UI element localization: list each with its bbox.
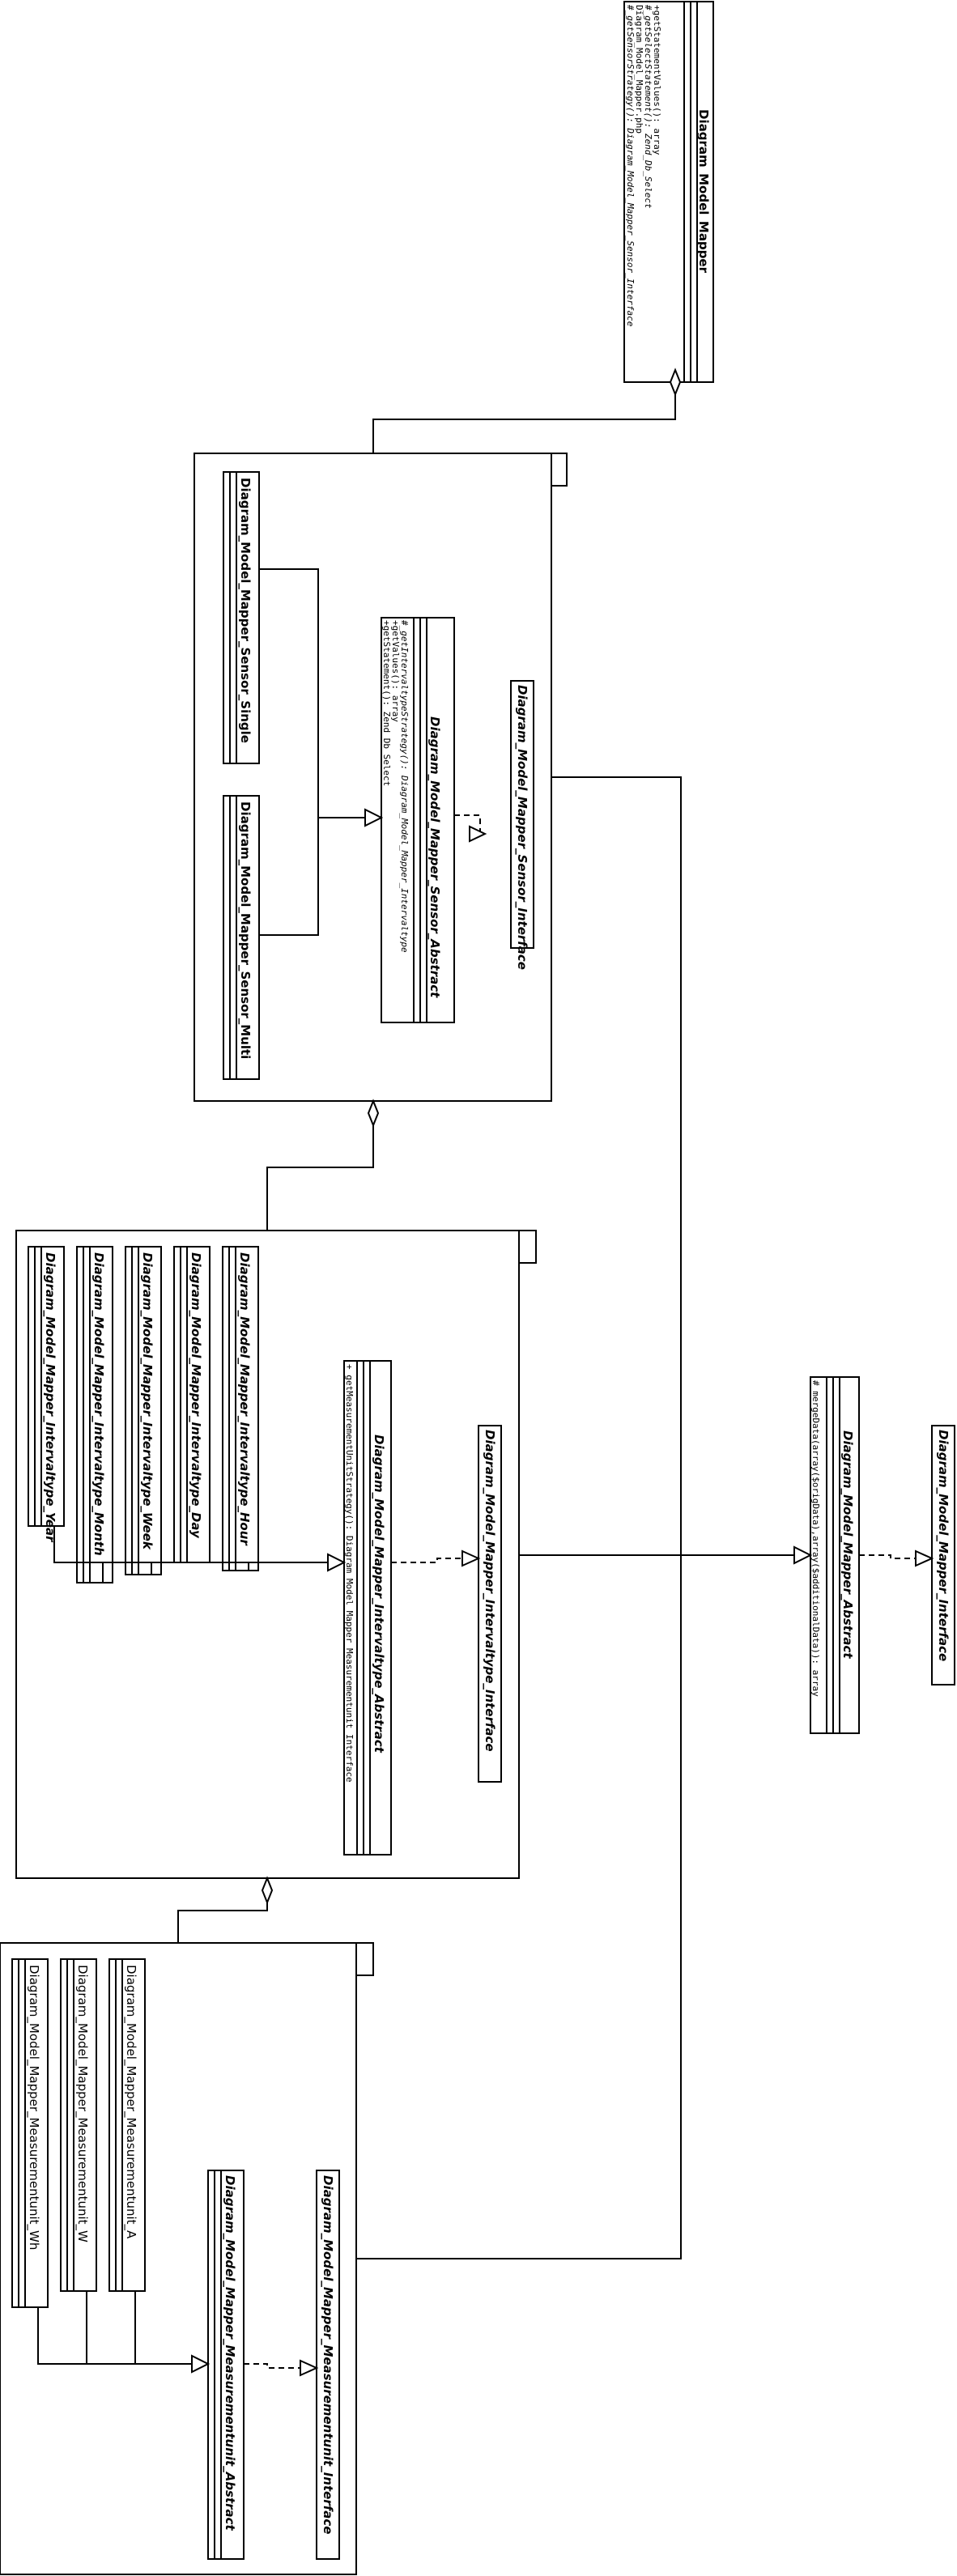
inherit-wh bbox=[37, 2307, 191, 2365]
class-sensor-single[interactable]: Diagram_Model_Mapper_Sensor_Single bbox=[223, 471, 260, 764]
svg-text:Diagram_Model_Mapper_Intervalt: Diagram_Model_Mapper_Intervaltype_Abstra… bbox=[372, 1435, 386, 1753]
inherit-multi bbox=[259, 818, 319, 936]
svg-text:Diagram_Model_Mapper_Intervalt: Diagram_Model_Mapper_Intervaltype_Hour bbox=[237, 1252, 252, 1546]
interface-sensor[interactable]: Diagram_Model_Mapper_Sensor_Interface bbox=[510, 680, 534, 970]
interface-mapper[interactable]: Diagram_Model_Mapper_Interface bbox=[931, 1425, 955, 1685]
realization-arrow bbox=[915, 1549, 934, 1567]
svg-text:Diagram_Model_Mapper_Interface: Diagram_Model_Mapper_Interface bbox=[936, 1430, 951, 1661]
svg-text:Diagram_Model_Mapper_Sensor_In: Diagram_Model_Mapper_Sensor_Interface bbox=[515, 685, 530, 970]
link-intervaltype-measurementunit bbox=[177, 1902, 268, 1943]
class-measurementunit-a[interactable]: Diagram_Model_Mapper_Measurementunit_A bbox=[108, 1958, 146, 2292]
svg-text:#_getIntervaltypeStrategy(): D: #_getIntervaltypeStrategy(): Diagram_Mod… bbox=[399, 619, 410, 953]
class-intervaltype-year[interactable]: Diagram_Model_Mapper_Intervaltype_Year bbox=[28, 1246, 65, 1543]
aggregation-diamond bbox=[367, 1099, 380, 1128]
svg-text:Diagram_Model_Mapper_Sensor_Si: Diagram_Model_Mapper_Sensor_Single bbox=[238, 478, 253, 743]
link-mapper-sensor bbox=[372, 394, 676, 453]
svg-text:Diagram_Model_Mapper_Intervalt: Diagram_Model_Mapper_Intervaltype_Day bbox=[189, 1252, 203, 1539]
svg-text:+_getMeasurementUnitStrategy(): +_getMeasurementUnitStrategy(): Diagram_… bbox=[344, 1364, 355, 1783]
class-title: Diagram_Model_Mapper bbox=[696, 109, 711, 274]
generalization-arrow bbox=[364, 808, 384, 827]
inherit-measurementunit-to-mapper-abstract bbox=[356, 1555, 682, 2259]
member-line: #_getSelectStatement(): Zend_Db_Select bbox=[643, 4, 653, 209]
class-intervaltype-week[interactable]: Diagram_Model_Mapper_Intervaltype_Week bbox=[125, 1246, 162, 1575]
svg-text:Diagram_Model_Mapper_Measureme: Diagram_Model_Mapper_Measurementunit_Wh bbox=[26, 1965, 41, 2250]
generalization-arrow bbox=[793, 1545, 813, 1565]
inherit-sensor-to-mapper-abstract bbox=[551, 776, 793, 1556]
svg-text:Diagram_Model_Mapper_Intervalt: Diagram_Model_Mapper_Intervaltype_Year bbox=[43, 1252, 57, 1543]
generalization-arrow bbox=[191, 2354, 211, 2374]
class-intervaltype-abstract[interactable]: Diagram_Model_Mapper_Intervaltype_Abstra… bbox=[343, 1360, 392, 1855]
class-measurementunit-abstract[interactable]: Diagram_Model_Mapper_Measurementunit_Abs… bbox=[207, 2170, 245, 2560]
svg-text:+getValues(): array: +getValues(): array bbox=[390, 620, 401, 722]
class-diagram-model-mapper[interactable]: Diagram_Model_Mapper #_getSensorStrategy… bbox=[623, 1, 714, 383]
class-intervaltype-hour[interactable]: Diagram_Model_Mapper_Intervaltype_Hour bbox=[222, 1246, 259, 1571]
class-sensor-multi[interactable]: Diagram_Model_Mapper_Sensor_Multi bbox=[223, 795, 260, 1080]
interface-measurementunit[interactable]: Diagram_Model_Mapper_Measurementunit_Int… bbox=[316, 2170, 340, 2560]
generalization-arrow bbox=[327, 1553, 347, 1572]
class-sensor-abstract[interactable]: Diagram_Model_Mapper_Sensor_Abstract +ge… bbox=[381, 617, 455, 1023]
member-line: Diagram_Model_Mapper.php bbox=[634, 5, 644, 134]
svg-text:Diagram_Model_Mapper_Intervalt: Diagram_Model_Mapper_Intervaltype_Week bbox=[140, 1252, 155, 1550]
svg-text:Diagram_Model_Mapper_Measureme: Diagram_Model_Mapper_Measurementunit_Int… bbox=[321, 2175, 335, 2534]
svg-text:Diagram_Model_Mapper_Measureme: Diagram_Model_Mapper_Measurementunit_Abs… bbox=[223, 2175, 237, 2531]
member-line: +getStatementValues(): array bbox=[652, 5, 662, 155]
class-intervaltype-day[interactable]: Diagram_Model_Mapper_Intervaltype_Day bbox=[173, 1246, 211, 1563]
svg-text:+getStatement(): Zend_Db_Selec: +getStatement(): Zend_Db_Select bbox=[381, 620, 392, 786]
member-line: #_getSensorStrategy(): Diagram_Model_Map… bbox=[625, 4, 636, 327]
class-intervaltype-month[interactable]: Diagram_Model_Mapper_Intervaltype_Month bbox=[76, 1246, 113, 1583]
aggregation-diamond bbox=[261, 1876, 274, 1905]
realization-arrow bbox=[300, 2359, 319, 2377]
link-sensor-intervaltype bbox=[266, 1125, 374, 1231]
svg-text:Diagram_Model_Mapper_Abstract: Diagram_Model_Mapper_Abstract bbox=[840, 1430, 855, 1659]
svg-text:#_mergeData(array($origData),a: #_mergeData(array($origData),array($addi… bbox=[810, 1380, 821, 1697]
svg-text:Diagram_Model_Mapper_Measureme: Diagram_Model_Mapper_Measurementunit_A bbox=[123, 1965, 138, 2239]
realization-arrow bbox=[461, 1549, 481, 1567]
svg-text:Diagram_Model_Mapper_Measureme: Diagram_Model_Mapper_Measurementunit_W bbox=[74, 1965, 90, 2242]
realization-mapper bbox=[859, 1554, 915, 1559]
realization-intervaltype bbox=[391, 1558, 461, 1563]
svg-text:Diagram_Model_Mapper_Sensor_Ab: Diagram_Model_Mapper_Sensor_Abstract bbox=[427, 716, 442, 998]
svg-text:Diagram_Model_Mapper_Sensor_Mu: Diagram_Model_Mapper_Sensor_Multi bbox=[238, 801, 253, 1059]
class-measurementunit-w[interactable]: Diagram_Model_Mapper_Measurementunit_W bbox=[60, 1958, 97, 2292]
class-measurementunit-wh[interactable]: Diagram_Model_Mapper_Measurementunit_Wh bbox=[11, 1958, 49, 2308]
class-mapper-abstract[interactable]: Diagram_Model_Mapper_Abstract #_mergeDat… bbox=[810, 1376, 860, 1734]
inherit-single bbox=[259, 568, 364, 818]
realization-arrow bbox=[469, 825, 487, 843]
svg-text:Diagram_Model_Mapper_Intervalt: Diagram_Model_Mapper_Intervaltype_Month bbox=[91, 1252, 106, 1556]
inherit-year bbox=[53, 1526, 327, 1563]
realization-measurementunit bbox=[244, 2363, 300, 2369]
interface-intervaltype[interactable]: Diagram_Model_Mapper_Intervaltype_Interf… bbox=[478, 1425, 502, 1783]
svg-text:Diagram_Model_Mapper_Intervalt: Diagram_Model_Mapper_Intervaltype_Interf… bbox=[483, 1430, 497, 1752]
